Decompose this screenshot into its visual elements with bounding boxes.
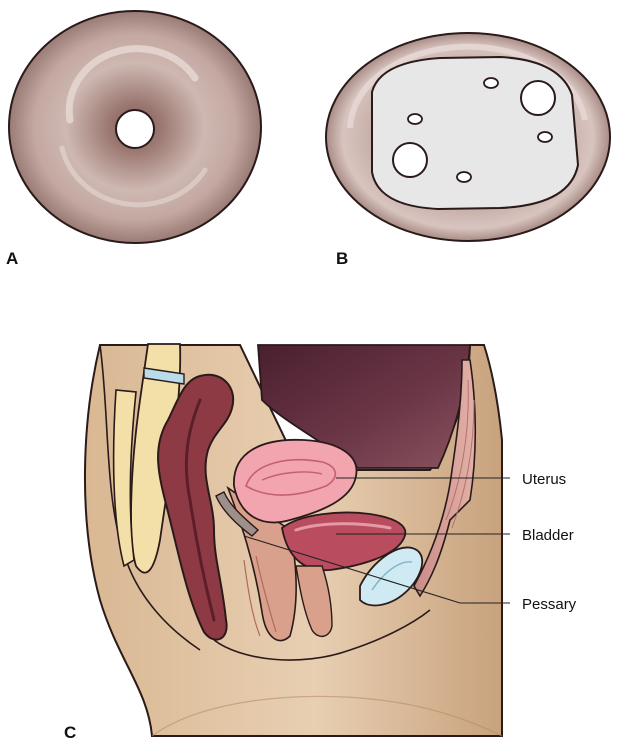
pessary-label: Pessary [522,596,577,613]
ring-pessary-drawing [9,11,261,243]
pelvic-anatomy-drawing [85,344,502,736]
bladder-label: Bladder [522,527,574,544]
uterus-label: Uterus [522,471,566,488]
panel-label-c: C [64,723,76,740]
panel-label-b: B [336,249,348,268]
panel-label-a: A [6,249,18,268]
ring-with-support-pessary-drawing [326,33,610,241]
